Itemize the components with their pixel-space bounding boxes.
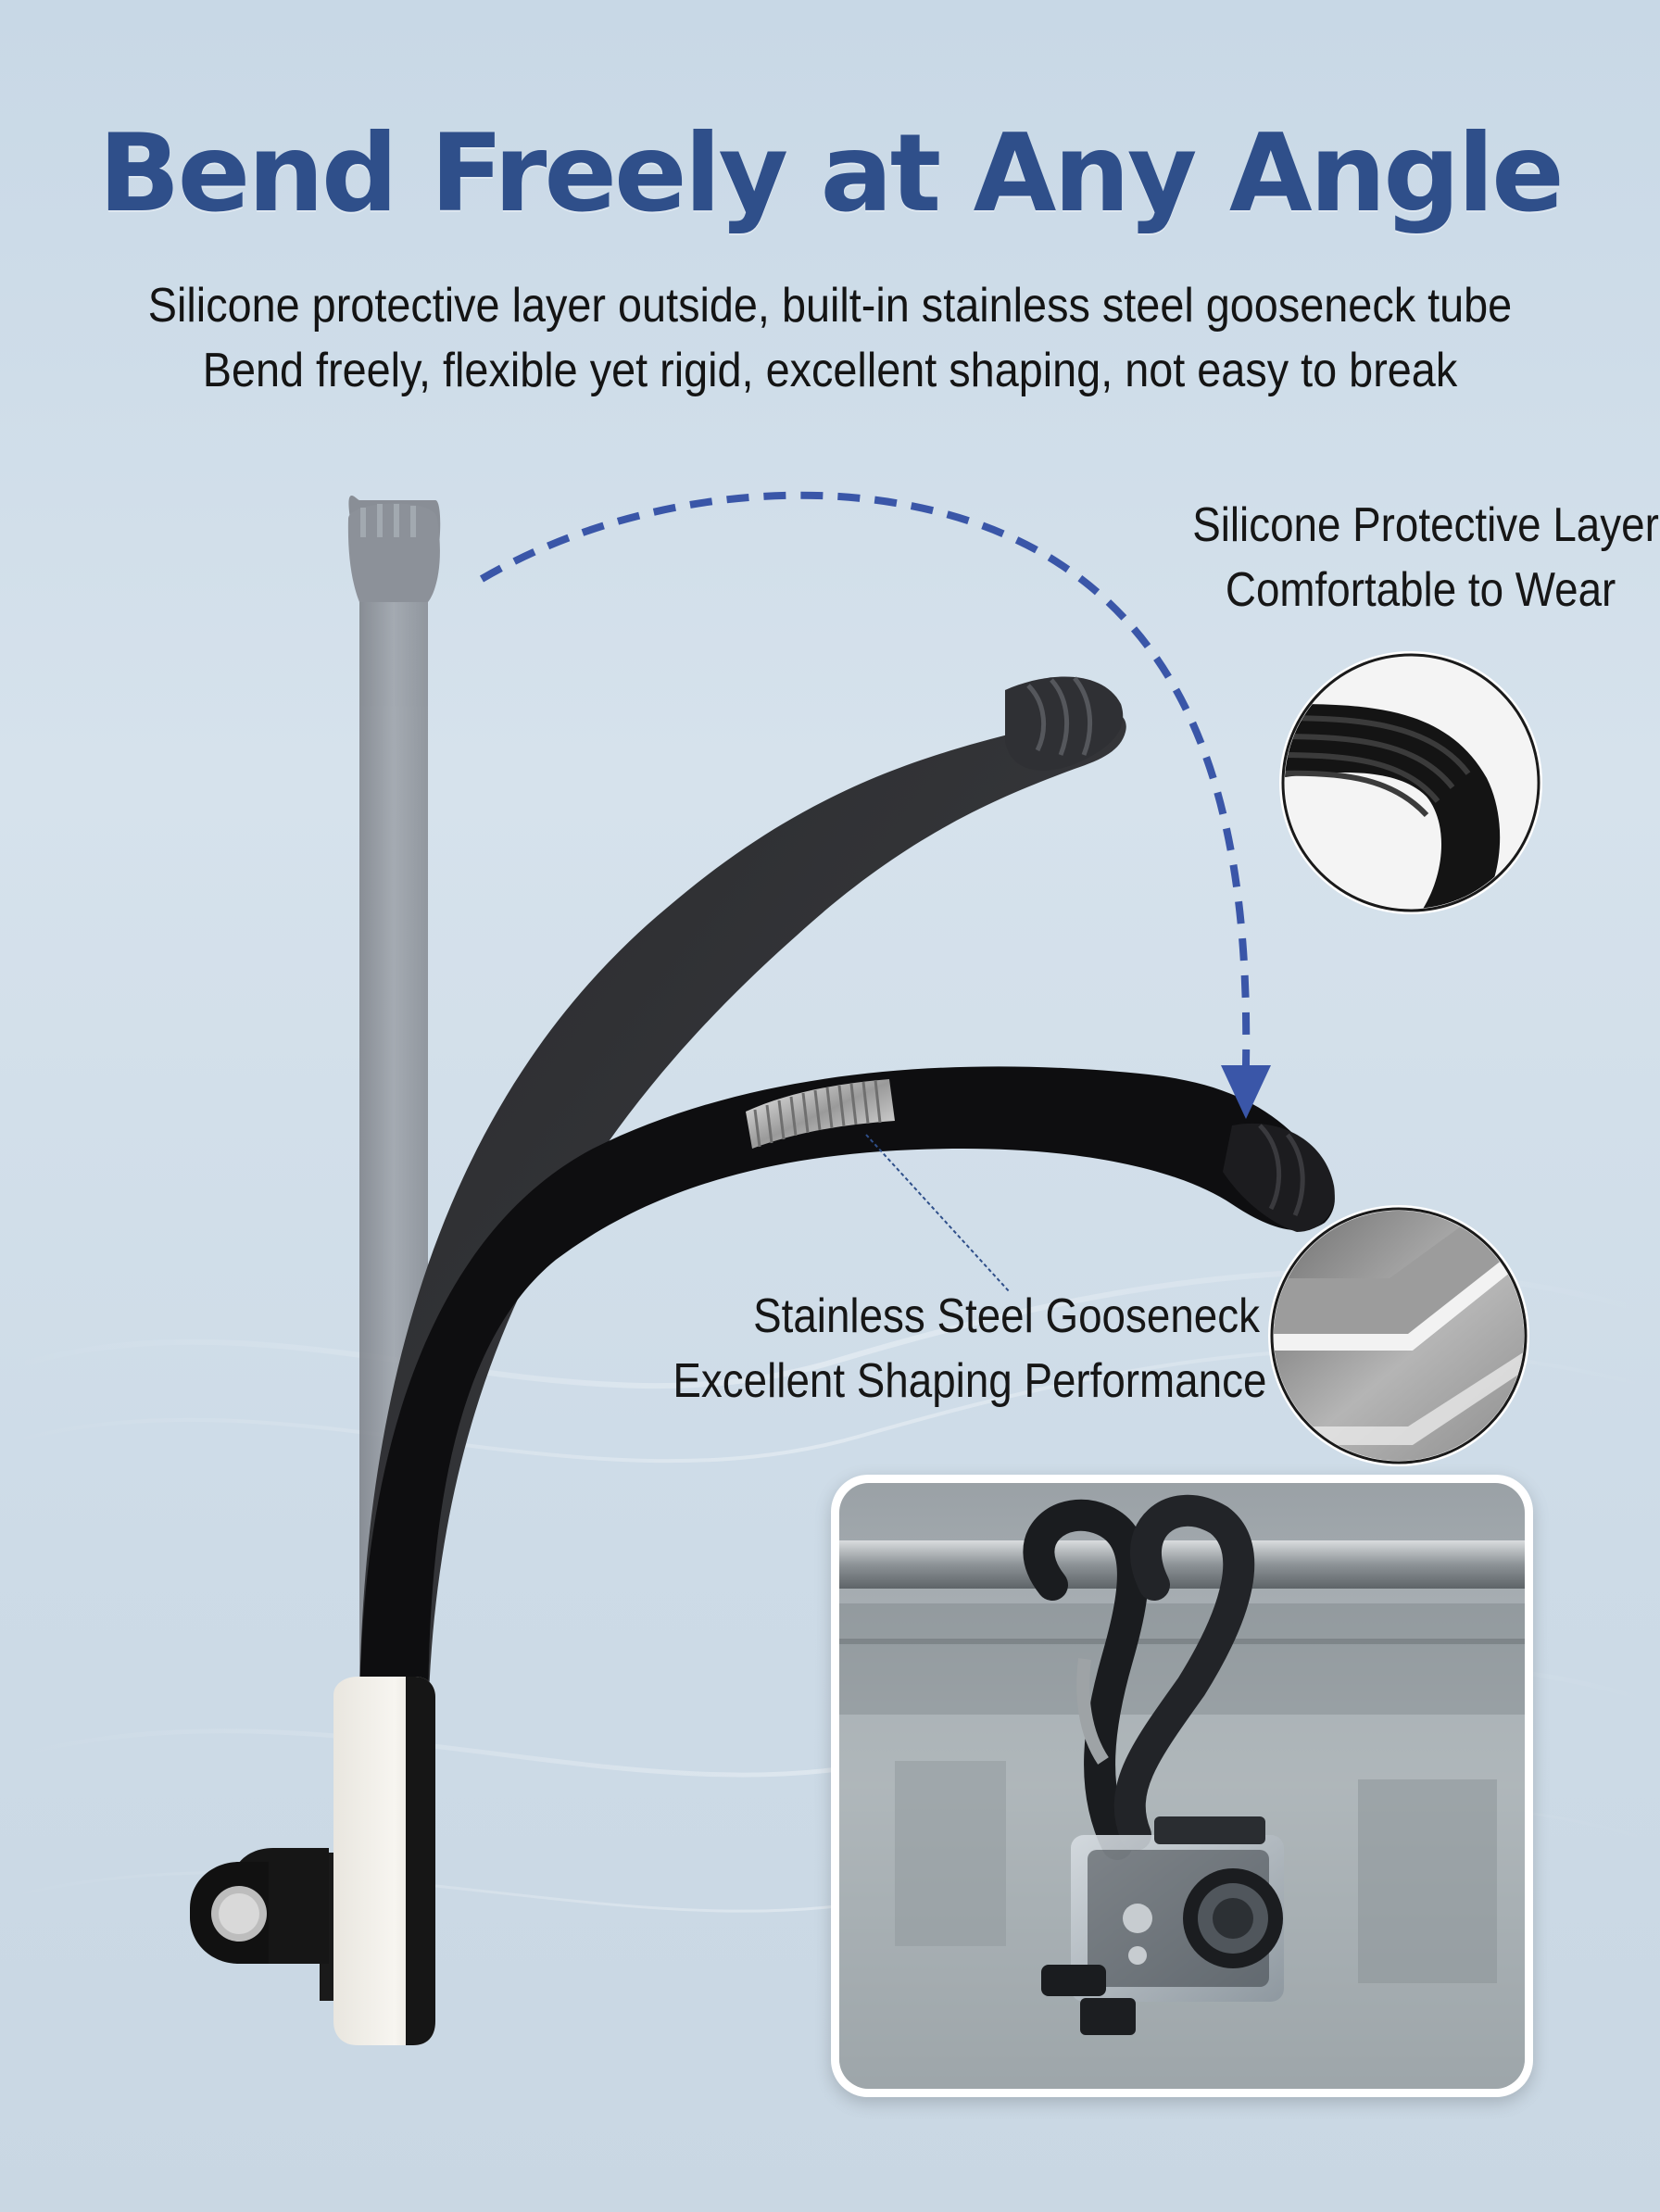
callout-gooseneck: Stainless Steel Gooseneck Excellent Shap…	[673, 1284, 1267, 1414]
subtitle-line-1: Silicone protective layer outside, built…	[147, 279, 1513, 333]
headline: Bend Freely at Any Angle	[98, 111, 1565, 236]
usage-photo-card	[831, 1475, 1533, 2097]
callout-silicone-line-1: Silicone Protective Layer	[1192, 498, 1659, 552]
callout-gooseneck-line-2: Excellent Shaping Performance	[673, 1354, 1267, 1408]
callout-silicone-line-2: Comfortable to Wear	[1225, 563, 1616, 617]
callout-silicone-layer: Silicone Protective Layer Comfortable to…	[1192, 493, 1659, 622]
dashed-curved-arrow-icon	[479, 491, 1271, 1119]
callout-gooseneck-line-1: Stainless Steel Gooseneck	[753, 1289, 1260, 1343]
usage-photo	[839, 1483, 1525, 2089]
subtitle-line-2: Bend freely, flexible yet rigid, excelle…	[202, 344, 1458, 397]
